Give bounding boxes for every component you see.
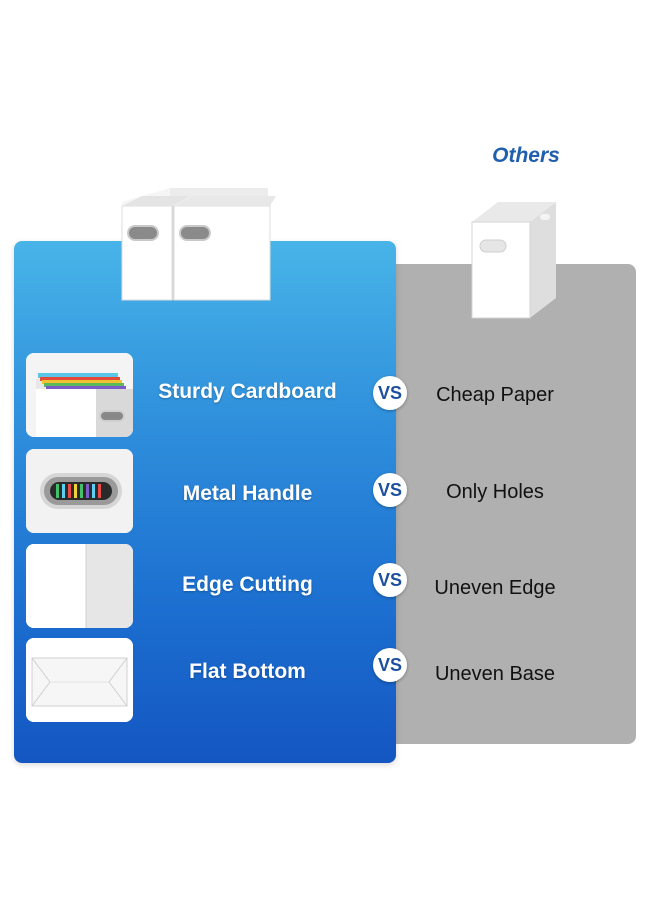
thumb-edge-cutting [26,544,133,628]
vs-badge-4: VS [373,648,407,682]
others-panel [380,264,636,744]
our-product-image [121,188,276,301]
feature-label-1: Sturdy Cardboard [158,380,337,403]
other-label-4: Uneven Base [434,663,556,685]
box-edge-icon [26,544,133,628]
other-label-2: Only Holes [446,481,544,503]
vs-badge-3: VS [373,563,407,597]
vs-badge-1: VS [373,376,407,410]
flat-bottom-icon [26,638,133,722]
thumb-metal-handle [26,449,133,533]
other-label-3: Uneven Edge [434,577,556,599]
vs-badge-2: VS [373,473,407,507]
feature-label-3: Edge Cutting [182,573,313,596]
thumb-sturdy-cardboard [26,353,133,437]
hanging-files-icon [26,353,133,437]
others-title: Others [492,144,560,167]
metal-handle-icon [26,449,133,533]
thumb-flat-bottom [26,638,133,722]
other-label-1: Cheap Paper [436,384,554,406]
feature-label-2: Metal Handle [182,482,313,505]
other-product-image [471,202,556,319]
feature-label-4: Flat Bottom [189,660,306,683]
